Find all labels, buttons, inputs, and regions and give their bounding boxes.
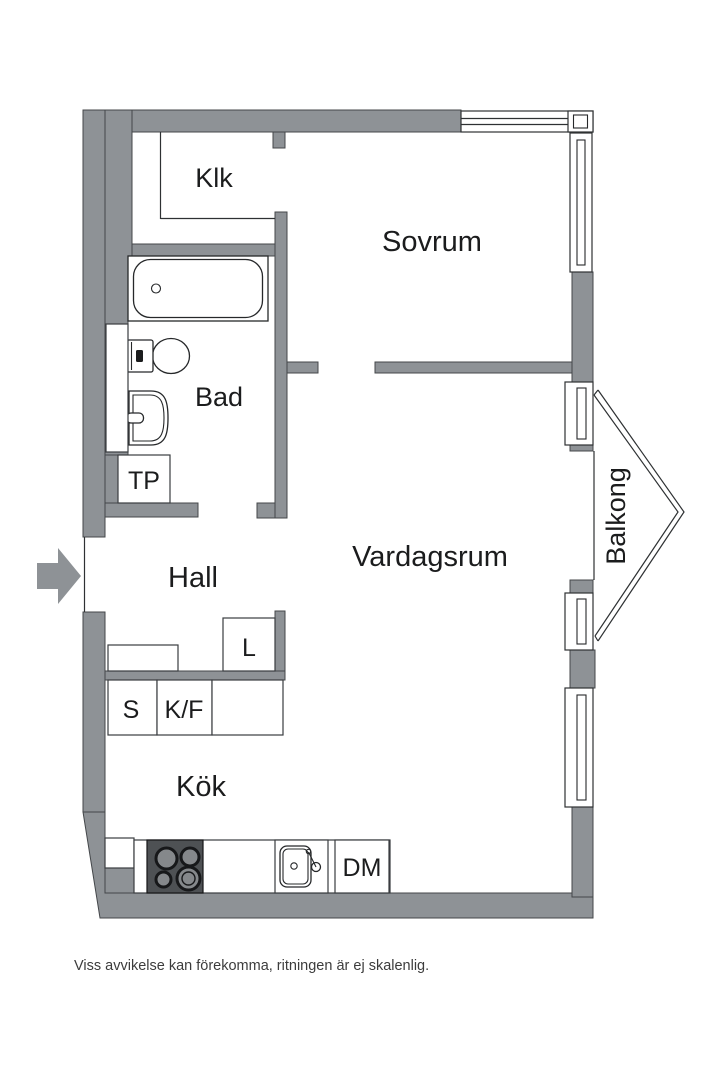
window-right-lower	[564, 687, 594, 808]
window-right-upper	[569, 132, 593, 273]
fixture-label-l: L	[242, 634, 256, 662]
kitchen	[104, 837, 391, 894]
sink-inner-line	[132, 394, 165, 442]
room-label-hall: Hall	[168, 562, 218, 594]
wall-bad-right	[274, 211, 288, 519]
room-label-kok: Kök	[176, 771, 226, 803]
balcony-rail-cap	[594, 635, 599, 642]
wall-left-upper	[82, 109, 106, 538]
counter-notch	[104, 837, 135, 869]
balcony-door-1	[564, 381, 594, 446]
wall-right-upper	[571, 271, 594, 383]
toilet-bowl-icon	[151, 337, 191, 375]
wall-stub-top	[272, 131, 286, 149]
stove-burner-ring	[181, 871, 196, 886]
l-box	[222, 617, 276, 672]
fixture-label-dm: DM	[343, 854, 382, 882]
dm-box	[334, 839, 390, 894]
wall-hall-top	[104, 502, 199, 518]
fixture-label-s: S	[123, 696, 140, 724]
room-label-vardagsrum: Vardagsrum	[352, 541, 508, 573]
stove-burner	[175, 865, 202, 892]
blank-cabinet-box	[211, 679, 284, 736]
balcony-railing	[593, 389, 685, 642]
kitchen-faucet-spout	[308, 851, 317, 868]
balcony-rail-cap	[593, 389, 599, 396]
wall-sovrum-divider	[374, 361, 573, 374]
room-label-bad: Bad	[195, 382, 243, 412]
kitchen-sink-basin-inner	[282, 848, 309, 885]
window-right-lower-sash	[576, 694, 587, 801]
bathtub-drain	[150, 283, 162, 294]
wall-sill-balcony-door2	[569, 579, 594, 594]
wall-left-lower	[82, 611, 106, 813]
entry-arrow-icon	[37, 548, 81, 604]
wall-hall-right-stub	[274, 610, 286, 681]
kitchen-faucet-tip	[305, 848, 312, 855]
tp-box	[117, 454, 171, 504]
wall-sovrum-divider-stub	[286, 361, 319, 374]
room-label-klk: Klk	[195, 163, 233, 193]
bathtub-icon	[132, 258, 264, 319]
wall-right-bottom	[571, 806, 594, 898]
wall-right-mid-block	[569, 649, 596, 689]
fixture-label-tp: TP	[128, 467, 160, 495]
wall-cabinet-band	[104, 670, 286, 681]
balcony-rail-outer	[597, 389, 685, 642]
walls	[82, 109, 596, 919]
entry	[37, 537, 86, 612]
closet-lines	[159, 132, 275, 220]
window-right-upper-sash	[576, 139, 586, 266]
wall-top	[82, 109, 462, 133]
windows-doors	[460, 110, 595, 808]
wall-counter-left-block	[104, 867, 135, 894]
fixture-label-kf: K/F	[165, 696, 204, 724]
room-label-balkong: Balkong	[601, 467, 631, 565]
balcony-rail-inner	[593, 394, 679, 637]
hall-counter-box	[107, 644, 179, 672]
kitchen-sink-drain	[290, 862, 298, 870]
toilet-flush-button	[136, 350, 143, 362]
stove-burner	[179, 846, 201, 868]
cabinets	[105, 323, 284, 736]
stove-burner	[154, 846, 179, 871]
s-box	[107, 679, 158, 736]
wall-niche	[105, 323, 129, 453]
sink-faucet	[125, 412, 145, 424]
labels: Klk Sovrum Bad Hall Vardagsrum Kök Balko…	[123, 163, 631, 882]
stove-burner	[154, 870, 173, 889]
disclaimer-text: Viss avvikelse kan förekomma, ritningen …	[74, 958, 429, 974]
window-corner-box-inner	[572, 114, 589, 129]
sink-icon	[128, 390, 169, 446]
window-corner-box	[567, 110, 594, 133]
room-label-sovrum: Sovrum	[382, 226, 482, 258]
wall-bad-right-foot	[256, 502, 276, 519]
wall-klk-bad-divider	[131, 243, 288, 257]
balcony-door-2	[564, 592, 594, 651]
room-label-balkong-group: Balkong	[601, 467, 631, 565]
balcony-door-2-sash	[576, 598, 587, 645]
balcony-door-1-sash	[576, 387, 587, 440]
bathroom-fixtures	[125, 255, 269, 446]
wall-left-of-tp	[104, 454, 119, 504]
